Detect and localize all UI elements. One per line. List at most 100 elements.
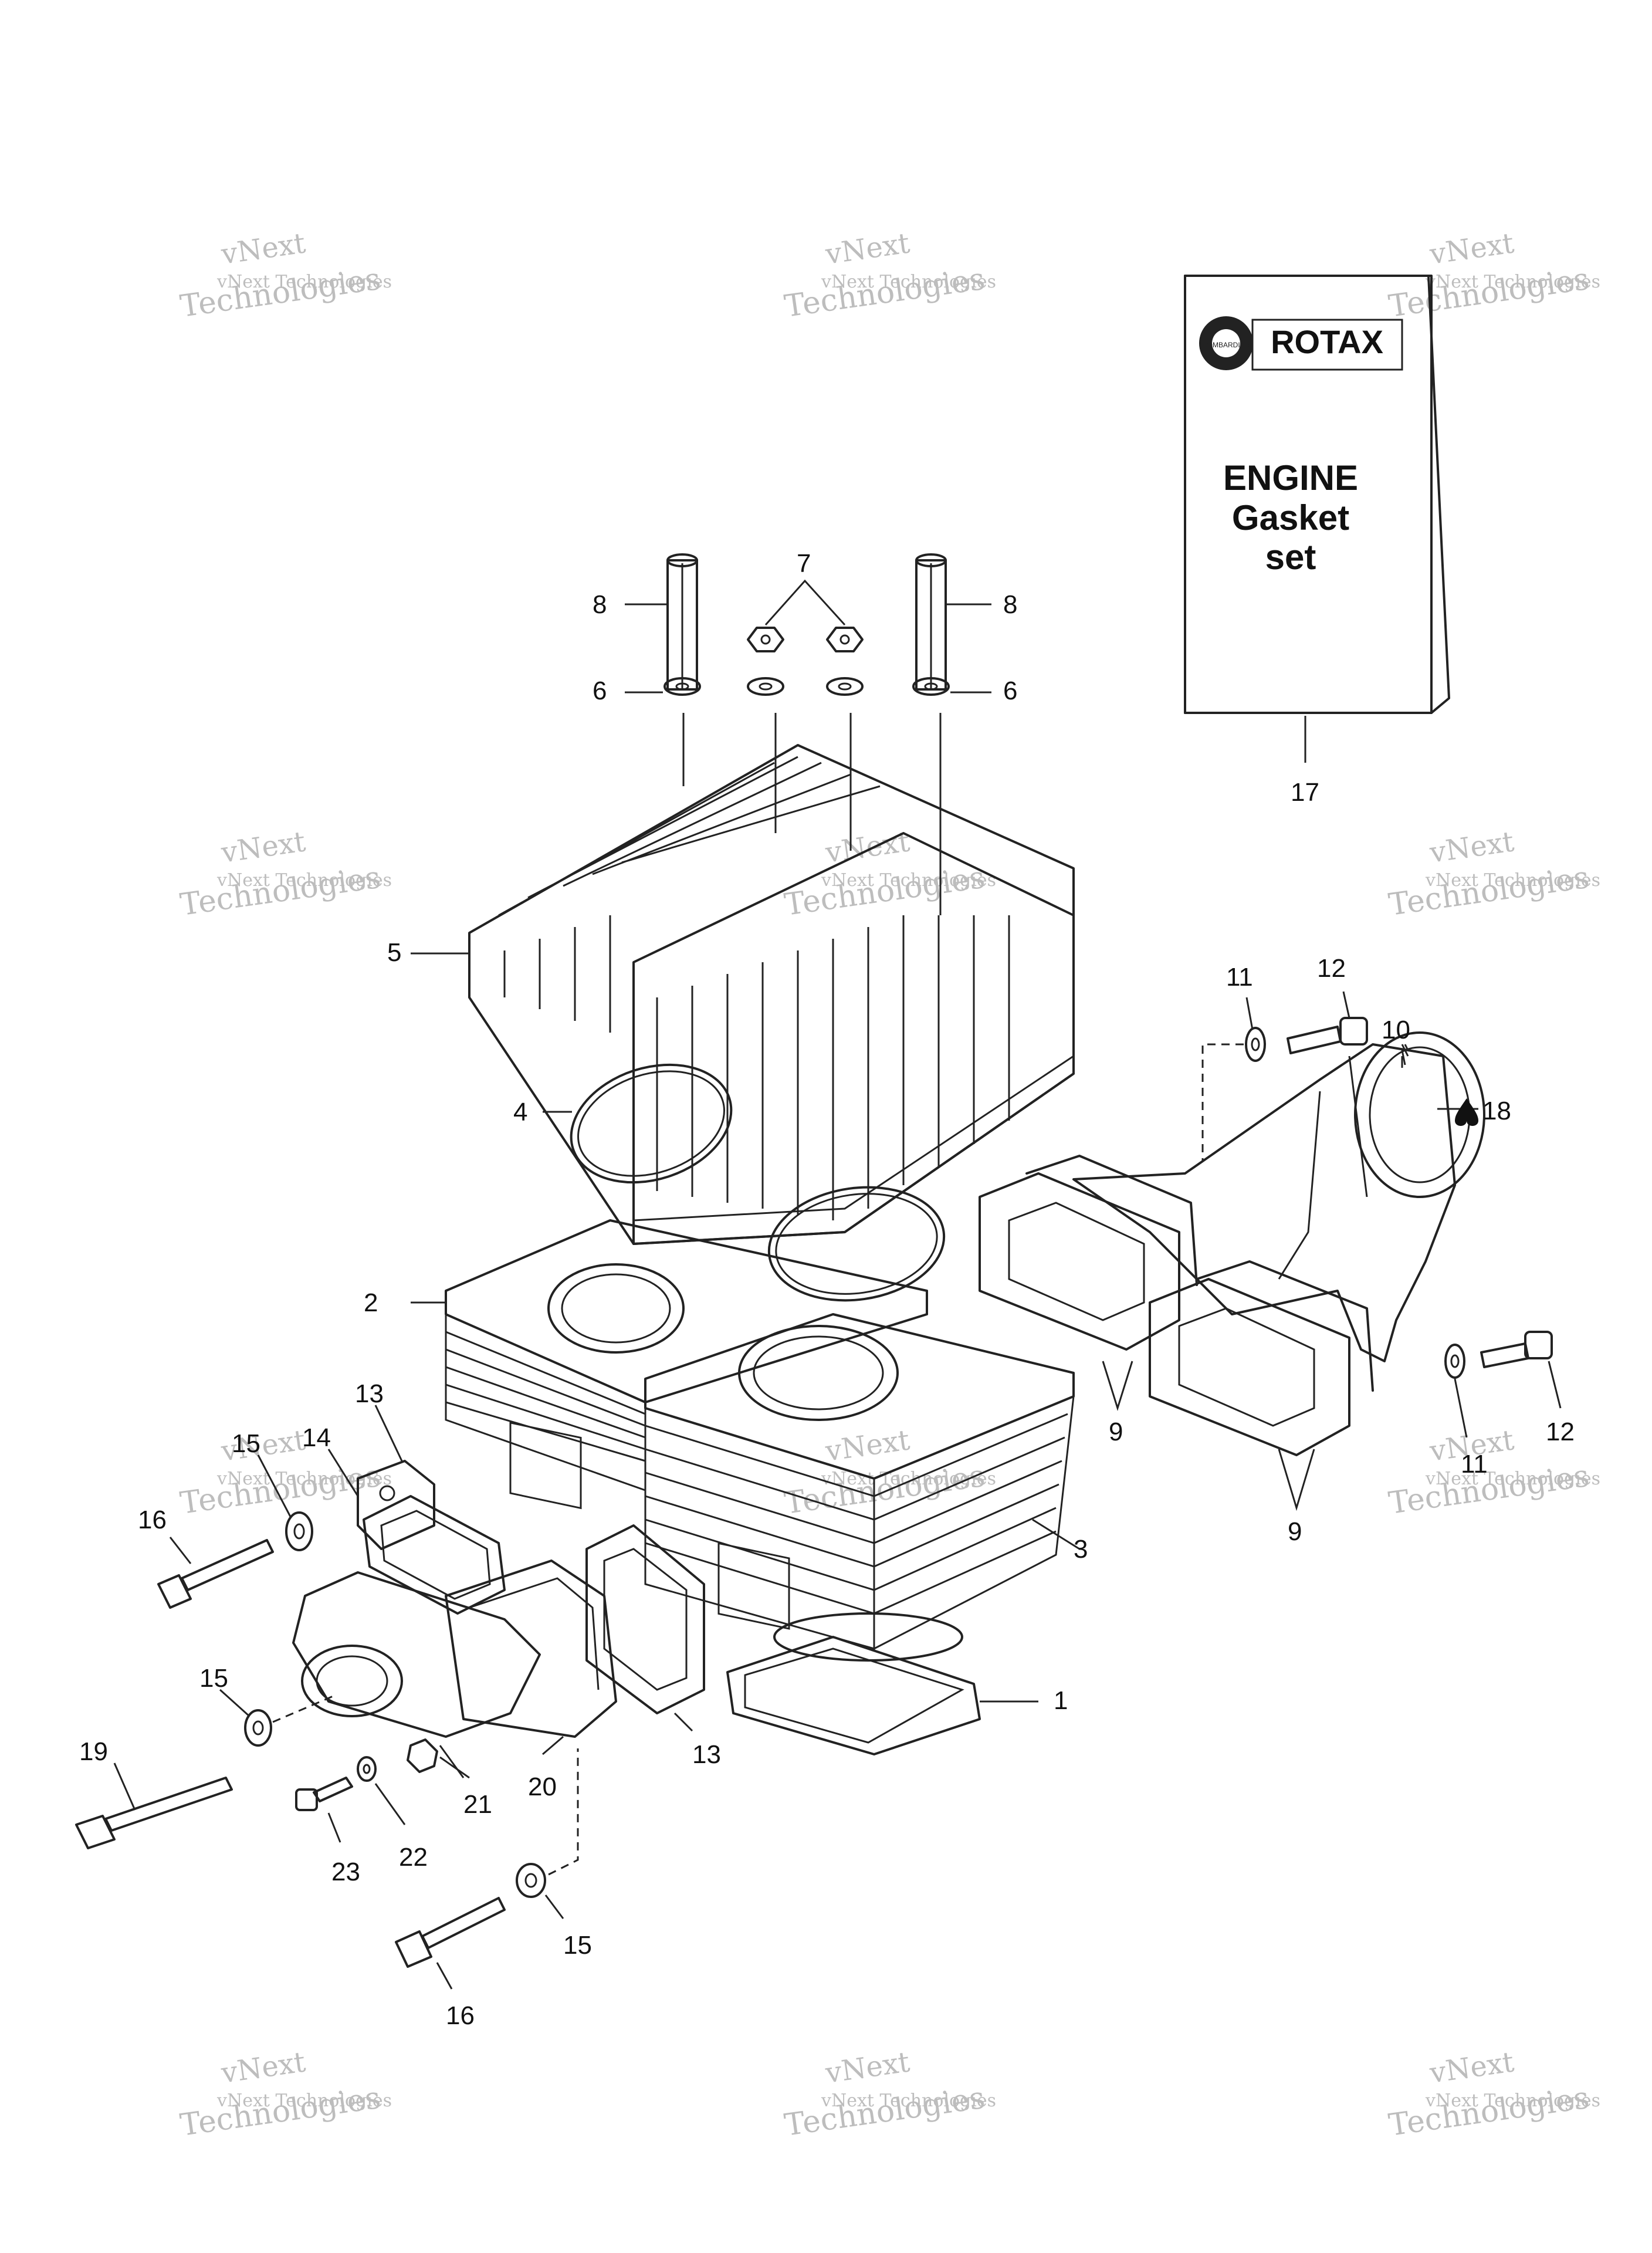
- watermark-top-center: vNext Technologies vNext Technologies: [782, 226, 996, 324]
- intake-manifold[interactable]: [445, 1559, 617, 1738]
- callout-11-upper: 11: [1226, 963, 1253, 992]
- watermark-mid-left: vNext Technologies vNext Technologies: [178, 825, 392, 922]
- callout-4: 4: [513, 1098, 527, 1126]
- svg-text:vNext Technologies: vNext Technologies: [1425, 870, 1600, 891]
- callout-20: 20: [528, 1772, 557, 1801]
- manifold-washer-bottom[interactable]: [1444, 1344, 1465, 1379]
- svg-text:vNext Technologies: vNext Technologies: [216, 272, 392, 292]
- svg-text:Technologies: Technologies: [782, 262, 987, 324]
- nut-right[interactable]: [826, 627, 864, 652]
- callout-19: 19: [79, 1737, 108, 1766]
- exhaust-gasket-rear-pair[interactable]: [979, 1155, 1198, 1351]
- washer-15-lower[interactable]: [516, 1863, 546, 1898]
- booklet-title-line2: Gasket: [1232, 498, 1349, 537]
- callout-16-upper: 16: [138, 1506, 167, 1534]
- callout-1: 1: [1054, 1686, 1068, 1715]
- oil-drop-icon: [1455, 1098, 1478, 1126]
- svg-text:vNext: vNext: [219, 226, 307, 271]
- callout-22: 22: [399, 1843, 428, 1872]
- nut-21[interactable]: [407, 1738, 438, 1773]
- svg-text:BOMBARDIER: BOMBARDIER: [1203, 341, 1250, 349]
- callout-10: 10: [1382, 1016, 1410, 1044]
- cylinder-stud-right[interactable]: [915, 553, 947, 691]
- svg-text:vNext Technologies: vNext Technologies: [821, 272, 996, 292]
- svg-text:vNext: vNext: [219, 2045, 307, 2090]
- washers-row[interactable]: [663, 677, 950, 696]
- callout-6-left: 6: [593, 676, 607, 705]
- watermark-bottom-center: vNext Technologies vNext Technologies: [782, 2045, 996, 2143]
- callout-12-upper: 12: [1317, 954, 1346, 983]
- callout-13-upper: 13: [355, 1379, 384, 1408]
- cylinder-head[interactable]: [468, 744, 1075, 1245]
- manifold-washer-top[interactable]: [1245, 1027, 1266, 1062]
- screw-23[interactable]: [295, 1777, 353, 1811]
- intake-gasket-lower[interactable]: [585, 1524, 705, 1714]
- svg-text:vNext Technologies: vNext Technologies: [821, 2090, 996, 2111]
- callout-12-lower: 12: [1546, 1418, 1575, 1446]
- callout-11-lower: 11: [1461, 1450, 1488, 1479]
- booklet-title-line1: ENGINE: [1223, 458, 1358, 498]
- callout-15-middle: 15: [199, 1664, 228, 1693]
- callout-2: 2: [364, 1288, 378, 1317]
- svg-text:vNext: vNext: [219, 825, 307, 870]
- svg-text:Technologies: Technologies: [178, 262, 382, 324]
- svg-text:Technologies: Technologies: [1386, 2081, 1591, 2143]
- watermark-bottom-left: vNext Technologies vNext Technologies: [178, 2045, 392, 2143]
- gasket-set-booklet[interactable]: BOMBARDIER ROTAX ENGINE Gasket set: [1184, 275, 1450, 714]
- callout-5: 5: [387, 938, 401, 967]
- head-gasket-rear[interactable]: [556, 1045, 746, 1202]
- base-gasket[interactable]: [726, 1636, 981, 1755]
- svg-text:vNext: vNext: [1427, 2045, 1516, 2090]
- bolt-16-upper[interactable]: [157, 1539, 274, 1609]
- svg-text:vNext: vNext: [1427, 226, 1516, 271]
- callout-18: 18: [1482, 1097, 1511, 1125]
- callout-15-lower: 15: [563, 1931, 592, 1960]
- svg-text:vNext Technologies: vNext Technologies: [216, 1469, 392, 1489]
- svg-text:Technologies: Technologies: [1386, 1459, 1591, 1521]
- svg-text:Technologies: Technologies: [1386, 262, 1591, 324]
- callout-8-right: 8: [1003, 590, 1017, 619]
- intake-gasket-upper[interactable]: [363, 1495, 506, 1615]
- callout-16-lower: 16: [446, 2001, 475, 2030]
- washer-15-upper[interactable]: [285, 1511, 313, 1551]
- bolt-19[interactable]: [75, 1777, 233, 1849]
- svg-text:vNext Technologies: vNext Technologies: [821, 870, 996, 891]
- intake-plate[interactable]: [357, 1460, 435, 1550]
- bombardier-logo-icon: BOMBARDIER: [1199, 316, 1253, 370]
- svg-text:vNext: vNext: [823, 825, 912, 870]
- svg-text:Technologies: Technologies: [782, 860, 987, 923]
- washer-22[interactable]: [357, 1756, 377, 1782]
- callout-labels: 1 2 3 4 5 6 6 7 8 8 9 9 10 11 11 12 12 1…: [79, 549, 1575, 2030]
- callout-9-upper: 9: [1109, 1418, 1123, 1446]
- exhaust-manifold[interactable]: [1072, 1031, 1485, 1362]
- booklet-title-line3: set: [1265, 537, 1316, 577]
- cylinder-stud-left[interactable]: [666, 553, 698, 691]
- manifold-bolt-top[interactable]: [1287, 1017, 1368, 1054]
- callout-7: 7: [797, 549, 811, 578]
- bolt-16-lower[interactable]: [395, 1897, 506, 1968]
- svg-text:vNext Technologies: vNext Technologies: [216, 2090, 392, 2111]
- washer-15-middle[interactable]: [244, 1709, 272, 1747]
- watermark-bottom-right: vNext Technologies vNext Technologies: [1386, 2045, 1600, 2143]
- svg-text:Technologies: Technologies: [782, 2081, 987, 2143]
- cylinder-block[interactable]: [445, 1219, 1075, 1662]
- svg-text:Technologies: Technologies: [782, 1459, 987, 1521]
- watermark-mid-right: vNext Technologies vNext Technologies: [1386, 825, 1600, 922]
- svg-text:vNext Technologies: vNext Technologies: [1425, 1469, 1600, 1489]
- nut-left[interactable]: [747, 627, 784, 652]
- callout-17: 17: [1291, 778, 1319, 807]
- svg-text:vNext Technologies: vNext Technologies: [1425, 272, 1600, 292]
- callout-21: 21: [463, 1790, 492, 1819]
- brand-logo-text: ROTAX: [1271, 323, 1383, 360]
- exhaust-gasket-front-pair[interactable]: [1149, 1260, 1374, 1456]
- svg-text:Technologies: Technologies: [1386, 860, 1591, 923]
- svg-text:Technologies: Technologies: [178, 860, 382, 923]
- callout-9-lower: 9: [1288, 1517, 1302, 1546]
- callout-23: 23: [331, 1858, 360, 1886]
- callout-8-left: 8: [593, 590, 607, 619]
- callout-14: 14: [302, 1423, 331, 1452]
- svg-text:vNext: vNext: [823, 2045, 912, 2090]
- manifold-bolt-bottom[interactable]: [1480, 1331, 1553, 1368]
- rotary-valve-cover[interactable]: [292, 1571, 541, 1738]
- callout-15-upper: 15: [232, 1429, 260, 1458]
